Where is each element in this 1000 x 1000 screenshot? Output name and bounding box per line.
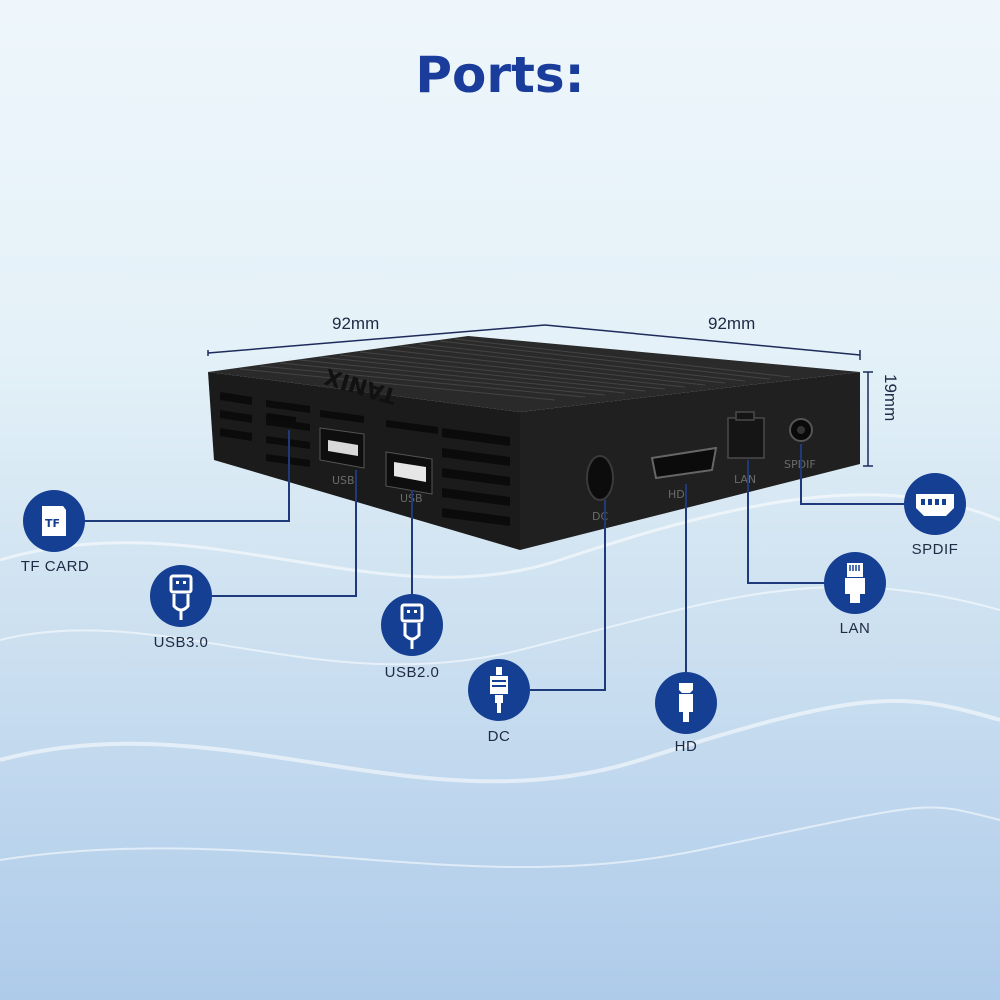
page-title: Ports:: [415, 46, 585, 104]
tv-box-device: TANIX: [208, 336, 860, 550]
leader-lines: [80, 430, 904, 691]
device-label-hd: HD: [668, 488, 685, 501]
usb3-plug-icon: [150, 565, 212, 627]
label-hd: HD: [674, 738, 698, 755]
ethernet-plug-icon: [824, 552, 886, 614]
tf-card-icon: TF: [23, 490, 85, 552]
label-tf-card: TF CARD: [20, 558, 90, 575]
port-icons: TF: [23, 473, 966, 734]
label-dc: DC: [487, 728, 511, 745]
device-label-usb3: USB: [332, 474, 355, 487]
label-usb3: USB3.0: [153, 634, 209, 651]
vent-slots: [220, 392, 510, 526]
dimension-width: 92mm: [332, 314, 380, 333]
background-waves: [0, 493, 1000, 869]
label-usb2: USB2.0: [384, 664, 440, 681]
spdif-port-icon: [904, 473, 966, 535]
device-label-lan: LAN: [734, 473, 756, 486]
dimension-lines: [207, 324, 873, 467]
label-lan: LAN: [839, 620, 871, 637]
hdmi-plug-icon: [655, 672, 717, 734]
dimension-depth: 92mm: [708, 314, 756, 333]
label-spdif: SPDIF: [911, 541, 959, 558]
dc-plug-icon: [468, 659, 530, 721]
device-label-spdif: SPDIF: [784, 458, 816, 471]
usb2-plug-icon: [381, 594, 443, 656]
dimension-height: 19mm: [881, 374, 900, 422]
svg-text:TF: TF: [45, 517, 60, 530]
